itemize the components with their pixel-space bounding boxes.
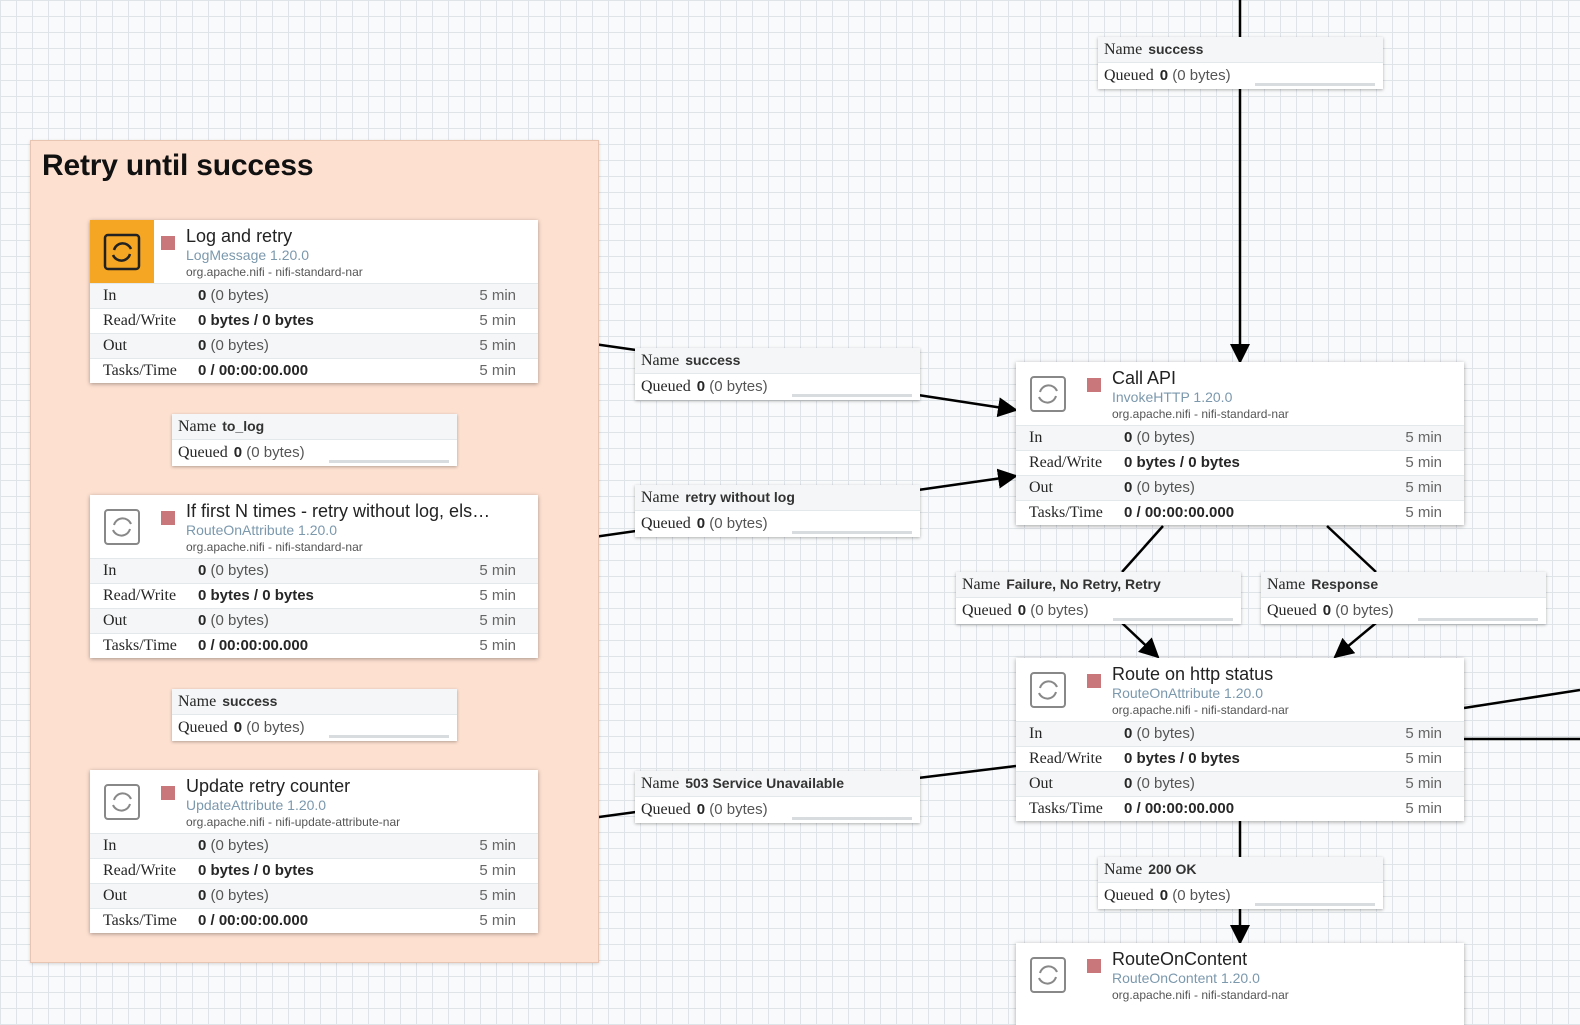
stopped-status-icon	[161, 511, 175, 525]
connection-queued: 0 (0 bytes)	[233, 719, 305, 736]
connection-queued: 0 (0 bytes)	[696, 801, 768, 818]
connection-queued: 0 (0 bytes)	[1322, 602, 1394, 619]
connection-queued: 0 (0 bytes)	[1017, 602, 1089, 619]
stopped-status-icon	[161, 236, 175, 250]
connection-name: success	[685, 352, 741, 368]
processor-bundle: org.apache.nifi - nifi-update-attribute-…	[186, 815, 401, 829]
edge-if-to-callapi-b	[917, 468, 1018, 492]
processor-name: Route on http status	[1112, 664, 1274, 684]
connection-queued: 0 (0 bytes)	[1159, 67, 1231, 84]
processor-bundle: org.apache.nifi - nifi-standard-nar	[186, 265, 363, 279]
edge-route-503-a	[917, 764, 1017, 780]
processor-type: InvokeHTTP 1.20.0	[1112, 389, 1233, 405]
processor-name: If first N times - retry without log, el…	[186, 501, 491, 521]
processor-name: Update retry counter	[186, 776, 351, 796]
processor-type: RouteOnAttribute 1.20.0	[1112, 685, 1263, 701]
queue-bar	[792, 394, 912, 397]
connection-queued: 0 (0 bytes)	[233, 444, 305, 461]
connection-name: to_log	[222, 418, 265, 434]
processor-icon	[1016, 658, 1080, 721]
stat-label-tasks: Tasks/Time	[103, 362, 177, 379]
processor-name: RouteOnContent	[1112, 949, 1248, 969]
processor-type: LogMessage 1.20.0	[186, 247, 309, 263]
edge-callapi-response-a	[1326, 525, 1377, 573]
processor-bundle: org.apache.nifi - nifi-standard-nar	[186, 540, 363, 554]
connection-queued: 0 (0 bytes)	[696, 515, 768, 532]
connection-name: Failure, No Retry, Retry	[1006, 576, 1161, 592]
processor-name: Call API	[1112, 368, 1177, 388]
edge-callapi-failure-b	[1121, 622, 1160, 659]
processor-bundle: org.apache.nifi - nifi-standard-nar	[1112, 407, 1289, 421]
processor-route-on-content[interactable]: RouteOnContent RouteOnContent 1.20.0 org…	[1016, 943, 1464, 1025]
connection-name: 200 OK	[1148, 861, 1197, 877]
processor-icon	[1016, 943, 1080, 1006]
processor-icon	[90, 220, 154, 283]
processor-type: UpdateAttribute 1.20.0	[186, 797, 327, 813]
queue-bar	[1255, 903, 1375, 906]
stopped-status-icon	[1087, 378, 1101, 392]
queue-bar	[792, 531, 912, 534]
processor-icon	[1016, 362, 1080, 425]
stat-label-rw: Read/Write	[103, 312, 177, 329]
connection-name: Response	[1311, 576, 1379, 592]
queue-bar	[329, 735, 449, 738]
processor-bundle: org.apache.nifi - nifi-standard-nar	[1112, 988, 1289, 1002]
queue-bar	[792, 817, 912, 820]
processor-icon	[90, 770, 154, 833]
stopped-status-icon	[1087, 674, 1101, 688]
edge-log-to-callapi-b	[917, 393, 1018, 418]
processor-bundle: org.apache.nifi - nifi-standard-nar	[1112, 703, 1289, 717]
connection-name: retry without log	[685, 489, 795, 505]
connection-queued: 0 (0 bytes)	[696, 378, 768, 395]
processor-route-on-http-status[interactable]: Route on http status RouteOnAttribute 1.…	[1016, 658, 1464, 821]
edge-route-out-1	[1463, 688, 1580, 710]
process-group-title: Retry until success	[42, 149, 314, 182]
processor-log-and-retry[interactable]: Log and retry LogMessage 1.20.0 org.apac…	[90, 220, 538, 383]
connection-name: 503 Service Unavailable	[685, 775, 844, 791]
processor-if-first-n-times[interactable]: If first N times - retry without log, el…	[90, 495, 538, 658]
connection-name: success	[1148, 41, 1204, 57]
connection-name: success	[222, 693, 278, 709]
processor-type: RouteOnAttribute 1.20.0	[186, 522, 337, 538]
processor-type: RouteOnContent 1.20.0	[1112, 970, 1260, 986]
edge-callapi-failure-a	[1121, 525, 1164, 573]
edge-callapi-response-b	[1333, 622, 1377, 659]
stopped-status-icon	[1087, 959, 1101, 973]
processor-update-retry-counter[interactable]: Update retry counter UpdateAttribute 1.2…	[90, 770, 538, 933]
stat-label-out: Out	[103, 337, 127, 354]
stat-label-in: In	[103, 287, 117, 304]
processor-icon	[90, 495, 154, 558]
queue-bar	[1113, 618, 1233, 621]
queue-bar	[1255, 83, 1375, 86]
processor-name: Log and retry	[186, 226, 293, 246]
processor-call-api[interactable]: Call API InvokeHTTP 1.20.0 org.apache.ni…	[1016, 362, 1464, 525]
connection-queued: 0 (0 bytes)	[1159, 887, 1231, 904]
stopped-status-icon	[161, 786, 175, 800]
queue-bar	[329, 460, 449, 463]
queue-bar	[1418, 618, 1538, 621]
